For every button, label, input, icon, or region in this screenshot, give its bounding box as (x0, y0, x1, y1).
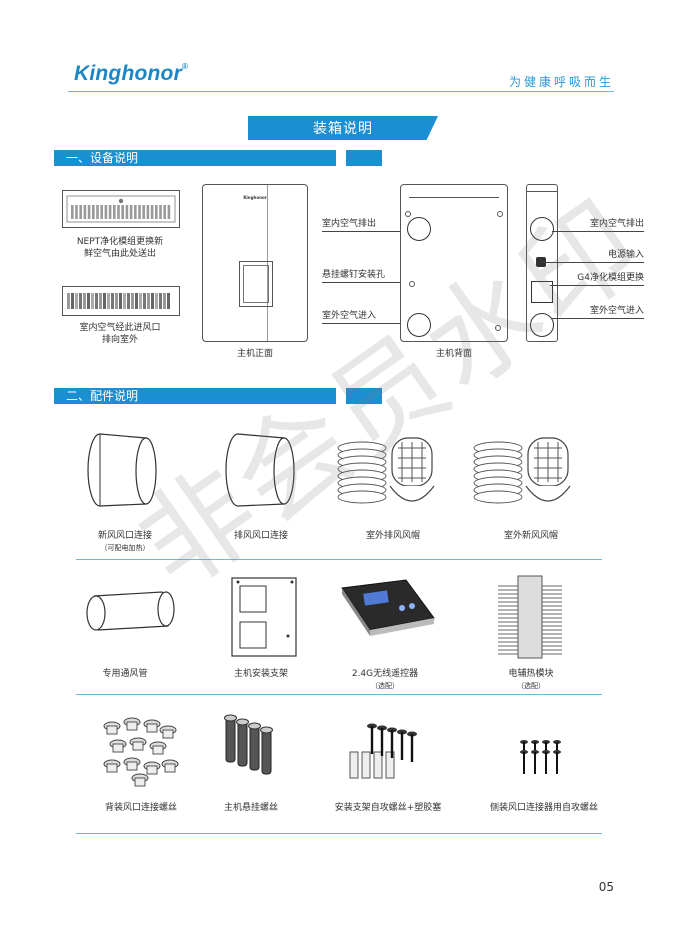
callout-line (552, 231, 644, 232)
acc-label: 排风风口连接 (233, 531, 288, 541)
side-intake-port (530, 313, 554, 337)
outlet-grille-icon (67, 293, 170, 309)
side-connector-screws-icon (520, 740, 561, 774)
side-label-power: 电源输入 (607, 250, 644, 260)
acc-label: 室外新风风帽 (503, 531, 558, 541)
header-rule (68, 91, 614, 92)
outlet-note-line-1: 室内空气经此进风口 (79, 323, 161, 333)
callout-line (322, 323, 402, 324)
filter-note-line-1: NEPT净化模组更换新 (76, 237, 164, 247)
filter-note-line-2: 鲜空气由此处送出 (83, 249, 156, 259)
callout-line (540, 262, 644, 263)
front-seam (267, 185, 268, 341)
page-title: 装箱说明 (248, 116, 438, 140)
callout-line (552, 318, 644, 319)
self-tapping-screws-anchors-icon (349, 723, 417, 779)
acc-label: 主机悬挂螺丝 (223, 803, 278, 813)
acc-label: 主机安装支架 (233, 669, 288, 679)
unit-side-view (526, 184, 558, 342)
section-heading-accessories: 二、配件说明 (54, 388, 336, 404)
acc-label: 专用通风管 (102, 669, 148, 679)
filter-grille-icon (66, 195, 176, 223)
unit-front-brand: Kinghonor (243, 195, 267, 200)
back-label-exhaust: 室内空气排出 (322, 219, 377, 229)
acc-note: （选配） (371, 682, 399, 690)
unit-back-view (400, 184, 508, 342)
logo-text: Kinghonor (74, 62, 182, 85)
outdoor-exhaust-hood-icon (337, 437, 435, 504)
acc-label: 背装风口连接螺丝 (104, 803, 177, 813)
callout-line (550, 285, 644, 286)
unit-front-view: Kinghonor (202, 184, 308, 342)
back-label-intake: 室外空气进入 (322, 311, 377, 321)
front-caption: 主机正面 (236, 349, 273, 359)
row-divider (76, 559, 602, 560)
display-panel (239, 261, 273, 307)
acc-label: 侧装风口连接器用自攻螺丝 (489, 803, 598, 813)
brand-logo: Kinghonor® (74, 62, 188, 86)
mounting-bracket-icon (231, 577, 297, 657)
intake-port (407, 313, 431, 337)
acc-label: 新风风口连接 (97, 531, 152, 541)
acc-label: 2.4G无线遥控器 (351, 669, 419, 679)
row-divider (76, 833, 602, 834)
slogan: 为健康呼吸而生 (508, 75, 614, 89)
back-label-screw-hole: 悬挂螺钉安装孔 (322, 270, 386, 280)
callout-line (322, 282, 404, 283)
remote-control-icon (341, 579, 435, 636)
fresh-air-connector-icon (87, 433, 157, 507)
back-connector-screws-icon (103, 717, 179, 787)
side-label-exhaust: 室内空气排出 (589, 219, 644, 229)
g4-filter-hatch (531, 281, 553, 303)
ventilation-duct-icon (86, 591, 175, 631)
exhaust-port (407, 217, 431, 241)
section-heading-block (346, 150, 382, 166)
outdoor-fresh-air-hood-icon (473, 437, 571, 504)
logo-mark: ® (181, 62, 189, 71)
page-number: 05 (598, 880, 614, 894)
acc-note: （可配电加热） (100, 544, 150, 552)
acc-label: 电辅热模块 (508, 669, 554, 679)
side-exhaust-port (530, 217, 554, 241)
section-heading-devices: 一、设备说明 (54, 150, 336, 166)
acc-label: 安装支架自攻螺丝+塑胶塞 (334, 803, 442, 813)
acc-label: 室外排风风帽 (365, 531, 420, 541)
hanging-screws-icon (224, 714, 273, 775)
back-caption: 主机背面 (435, 349, 472, 359)
callout-line (322, 231, 402, 232)
hept-filter-module (62, 190, 180, 228)
outlet-note-line-2: 排向室外 (101, 335, 138, 345)
side-label-g4: G4净化模组更换 (577, 273, 644, 283)
acc-note: （选配） (517, 682, 545, 690)
exhaust-connector-icon (225, 433, 295, 507)
outlet-grille (62, 286, 180, 316)
section-heading-block (346, 388, 382, 404)
electric-heater-module-icon (498, 575, 562, 659)
side-label-intake: 室外空气进入 (589, 306, 644, 316)
row-divider (76, 694, 602, 695)
